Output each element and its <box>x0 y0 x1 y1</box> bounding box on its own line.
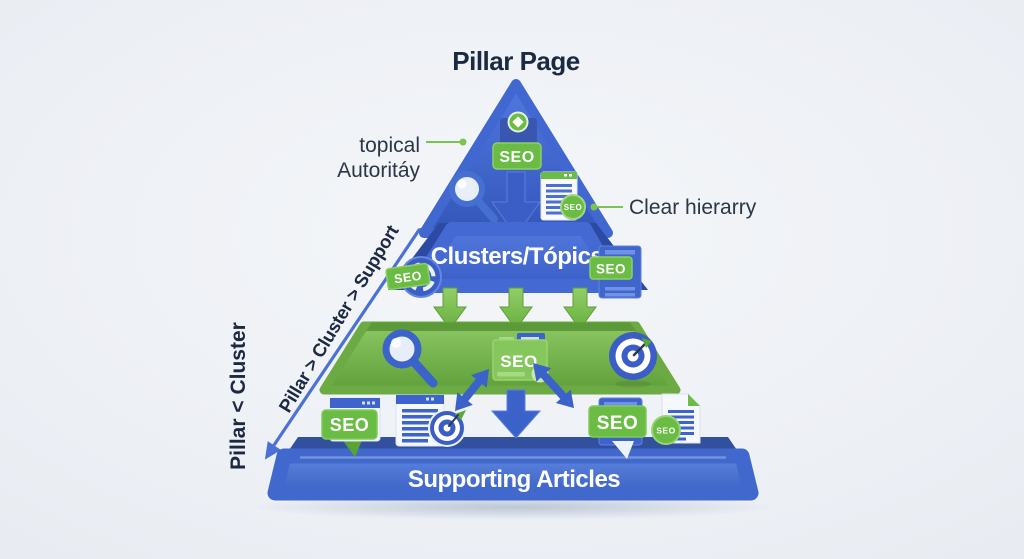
green-arrow <box>433 287 467 330</box>
callout-topical-authority: topical Autoritáy <box>337 134 467 182</box>
callout-dot <box>459 138 467 146</box>
seo-badge-label: SEO <box>393 269 423 287</box>
document-target-icon <box>395 394 466 447</box>
seo-circle-label: SEO <box>564 203 582 212</box>
green-arrow <box>499 287 533 330</box>
magnifier-highlight <box>391 338 401 348</box>
document-dot <box>426 397 429 401</box>
card-line <box>497 372 525 377</box>
browser-dots <box>362 401 375 405</box>
document-icon: SEO <box>540 171 586 221</box>
target-icon <box>609 332 657 388</box>
seo-badge <box>588 405 647 438</box>
supporting-label: Supporting Articles <box>408 466 620 493</box>
card-stack-icon: SEO <box>589 245 642 299</box>
dart-flight <box>642 338 652 348</box>
card-stripe <box>604 402 637 407</box>
magnifier-handle <box>474 197 498 223</box>
document-fold <box>688 394 700 406</box>
browser-bar <box>330 398 380 408</box>
seo-badge-label: SEO <box>330 415 370 435</box>
topical-line2: Autoritáy <box>337 159 420 182</box>
dart-flight <box>455 410 466 420</box>
green-top-bevel <box>366 322 636 331</box>
clear-hierarchy-label: Clear hierarry <box>629 196 757 219</box>
speech-bubble-tail <box>341 438 363 457</box>
document-dot <box>431 397 434 401</box>
callout-clear-hierarchy: Clear hierarry <box>590 196 757 219</box>
seo-badge-label: SEO <box>499 149 534 166</box>
magnifier-icon <box>382 329 438 388</box>
green-arrow <box>563 287 597 330</box>
seo-badge <box>385 262 431 291</box>
document-header-dot <box>564 174 567 177</box>
arrow-pillar-to-clusters <box>491 171 541 237</box>
magnifier-handle <box>409 357 438 388</box>
double-arrow-right <box>533 363 575 409</box>
double-arrow-shape <box>455 369 489 411</box>
double-arrow-shape <box>533 363 575 409</box>
arrows-clusters-to-green <box>433 287 597 330</box>
seo-badge-label: SEO <box>596 262 626 277</box>
target-shadow <box>615 380 651 388</box>
speech-bubble-tail <box>612 441 634 459</box>
document-header-dot <box>569 174 572 177</box>
diagonal-arrowhead <box>264 441 282 460</box>
magnifier-icon <box>449 171 498 223</box>
seo-badge <box>321 409 378 440</box>
seo-badge-label: SEO <box>500 352 537 371</box>
seo-card-play-icon: SEO <box>492 333 549 383</box>
seo-badge-label: SEO <box>597 413 639 434</box>
refresh-arrows <box>406 262 436 292</box>
base-front <box>267 448 759 501</box>
topical-line1: topical <box>359 134 420 157</box>
card-tab-line <box>521 337 539 340</box>
card-line <box>499 337 514 341</box>
seo-circle-badge <box>651 415 681 445</box>
seo-badge <box>589 256 633 280</box>
refresh-icon: SEO <box>385 256 442 298</box>
dart-shaft <box>632 342 647 357</box>
clusters-label: Clusters/Tópics <box>431 243 604 270</box>
magnifier-highlight <box>457 179 467 189</box>
arrow-green-to-base <box>490 389 542 439</box>
dart-shaft <box>448 414 459 427</box>
seo-card-speech-icon: SEO <box>588 397 647 459</box>
seo-circle-badge <box>560 194 586 220</box>
document-lines <box>546 184 572 215</box>
flow-label-vertical: Pillar < Cluster <box>227 322 250 470</box>
page-title: Pillar Page <box>452 46 579 76</box>
seo-badge <box>492 142 542 170</box>
browser-seo-speech-icon: SEO <box>321 397 381 457</box>
callout-dot <box>590 203 598 211</box>
document-seo-circle-icon: SEO <box>651 393 701 445</box>
tier-supporting: Supporting Articles <box>267 437 759 501</box>
seo-circle-label: SEO <box>656 426 675 436</box>
double-arrow-left <box>455 369 489 411</box>
document-header <box>541 172 577 179</box>
document-lines <box>402 409 438 443</box>
document-bar <box>396 395 444 404</box>
card-stripes <box>605 250 635 297</box>
